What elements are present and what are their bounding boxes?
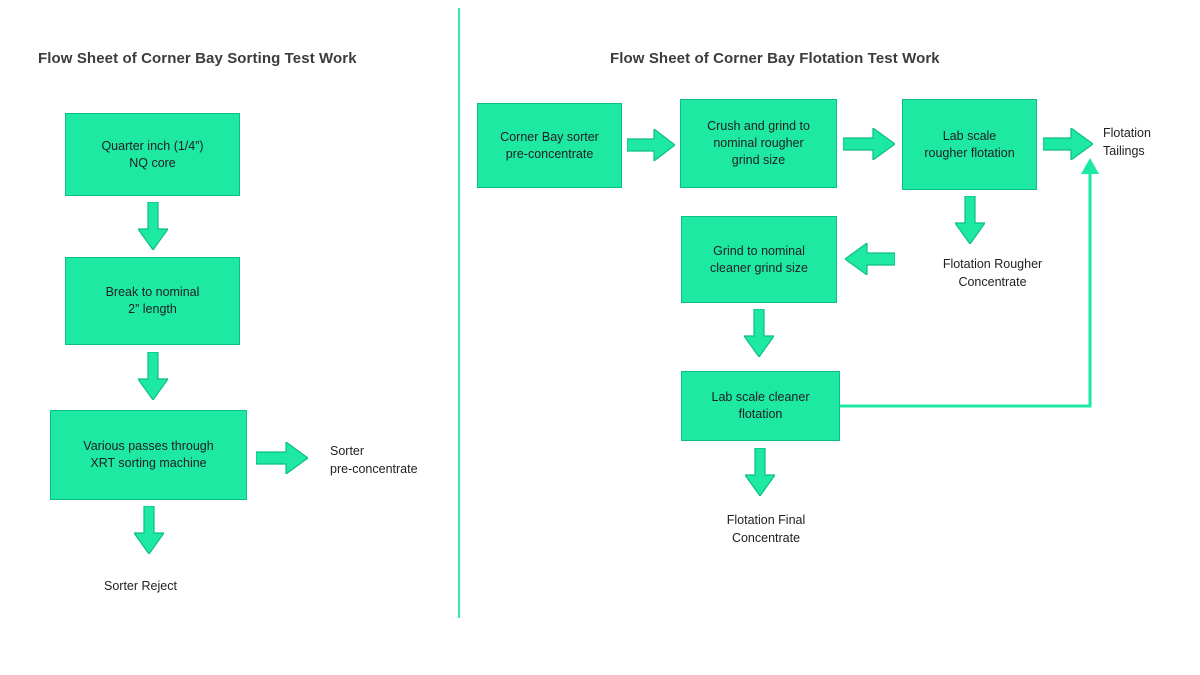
arrow-down-icon: [136, 201, 170, 252]
box-sorter-preconcentrate: Corner Bay sorter pre-concentrate: [477, 103, 622, 188]
label-sorter-reject: Sorter Reject: [104, 579, 177, 593]
box-nq-core: Quarter inch (1/4”) NQ core: [65, 113, 240, 196]
box-break-nominal: Break to nominal 2” length: [65, 257, 240, 345]
right-chart-title: Flow Sheet of Corner Bay Flotation Test …: [610, 50, 940, 67]
arrow-left-icon: [843, 241, 896, 277]
arrow-down-icon: [132, 505, 166, 556]
box-cleaner-grind: Grind to nominal cleaner grind size: [681, 216, 837, 303]
arrow-right-icon: [1042, 126, 1095, 162]
arrow-down-icon: [742, 308, 776, 359]
connector-cleaner-to-tailings: [840, 156, 1102, 412]
label-sorter-preconcentrate: Sorter pre-concentrate: [330, 444, 418, 477]
box-rougher-flotation: Lab scale rougher flotation: [902, 99, 1037, 190]
box-cleaner-flotation: Lab scale cleaner flotation: [681, 371, 840, 441]
arrow-right-icon: [842, 126, 897, 162]
left-chart-title: Flow Sheet of Corner Bay Sorting Test Wo…: [38, 50, 357, 67]
arrow-down-icon: [953, 195, 987, 246]
label-rougher-concentrate: Flotation Rougher Concentrate: [942, 257, 1043, 290]
box-xrt-sorting: Various passes through XRT sorting machi…: [50, 410, 247, 500]
label-flotation-tailings: Flotation Tailings: [1103, 126, 1151, 159]
section-divider: [458, 8, 460, 618]
arrow-down-icon: [743, 447, 777, 498]
label-final-concentrate: Flotation Final Concentrate: [726, 513, 806, 546]
box-crush-grind: Crush and grind to nominal rougher grind…: [680, 99, 837, 188]
arrow-right-icon: [255, 440, 310, 476]
arrow-down-icon: [136, 351, 170, 402]
arrow-right-icon: [626, 127, 676, 163]
